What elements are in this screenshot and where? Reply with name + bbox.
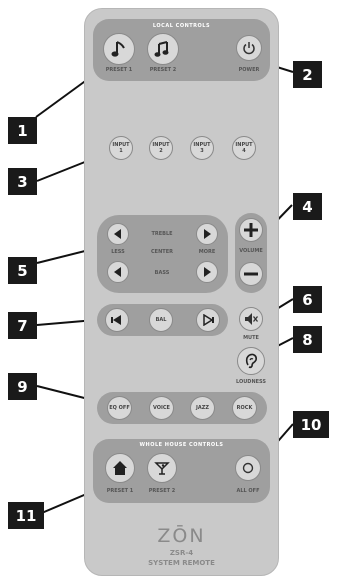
balance-left-button[interactable] [105, 308, 129, 332]
remote-body: LOCAL CONTROLS PRESET 1 PRESET 2 POWER [84, 8, 279, 576]
all-off-button[interactable] [235, 455, 261, 481]
bass-label: BASS [154, 270, 170, 276]
eq-off-button[interactable]: EQ OFF [107, 396, 132, 420]
input-4-label: INPUT [235, 142, 253, 148]
preset-1-label: PRESET 1 [105, 67, 133, 73]
callout-7: 7 [8, 312, 37, 339]
remote-subtitle: SYSTEM REMOTE [148, 559, 215, 567]
callout-4: 4 [293, 193, 322, 220]
callout-3: 3 [8, 168, 37, 195]
volume-label: VOLUME [239, 248, 263, 254]
model-name: ZSR-4 [169, 549, 194, 557]
volume-down-button[interactable] [239, 262, 263, 286]
input-3-label: INPUT [193, 142, 211, 148]
house-preset-2-button[interactable] [147, 453, 177, 483]
volume-panel: VOLUME [235, 213, 267, 293]
less-label: LESS [111, 249, 125, 255]
whole-house-panel: WHOLE HOUSE CONTROLS PRESET 1 PRESET 2 A… [93, 439, 270, 503]
power-button[interactable] [236, 35, 262, 61]
input-2-number: 2 [159, 148, 163, 154]
arrow-left-icon [114, 229, 121, 239]
preset-2-label: PRESET 2 [149, 67, 177, 73]
whole-house-title: WHOLE HOUSE CONTROLS [139, 442, 224, 448]
all-off-label: ALL OFF [236, 488, 260, 494]
speaker-mute-icon [245, 313, 258, 325]
treble-less-button[interactable] [107, 223, 129, 245]
tone-panel: TREBLE LESS CENTER MORE BASS [97, 215, 228, 293]
cocktail-icon [154, 462, 170, 475]
eq-rock-label: ROCK [236, 405, 253, 411]
eq-rock-button[interactable]: ROCK [232, 396, 257, 420]
power-label: POWER [238, 67, 260, 73]
eq-voice-button[interactable]: VOICE [149, 396, 174, 420]
treble-label: TREBLE [151, 231, 173, 237]
music-note-icon [111, 41, 125, 57]
loudness-button[interactable] [237, 347, 265, 375]
loudness-label: LOUDNESS [235, 379, 267, 385]
preset-1-button[interactable] [103, 33, 135, 65]
local-controls-panel: LOCAL CONTROLS PRESET 1 PRESET 2 POWER [93, 19, 270, 81]
house-preset-2-label: PRESET 2 [148, 488, 176, 494]
callout-6: 6 [293, 286, 322, 313]
house-preset-1-label: PRESET 1 [106, 488, 134, 494]
input-1-number: 1 [119, 148, 123, 154]
house-preset-1-button[interactable] [105, 453, 135, 483]
eq-panel: EQ OFF VOICE JAZZ ROCK [97, 392, 267, 424]
more-label: MORE [198, 249, 216, 255]
balance-right-button[interactable] [196, 308, 220, 332]
minus-icon [244, 272, 258, 276]
mute-label: MUTE [243, 335, 259, 341]
balance-label: BAL [155, 317, 167, 323]
arrow-right-icon [204, 229, 211, 239]
input-2-label: INPUT [152, 142, 170, 148]
callout-5: 5 [8, 257, 37, 284]
input-1-label: INPUT [112, 142, 130, 148]
eq-voice-label: VOICE [153, 405, 170, 411]
arrow-right-icon [204, 267, 211, 277]
mute-button[interactable] [239, 307, 263, 331]
house-icon [113, 461, 127, 475]
eq-off-label: EQ OFF [109, 405, 130, 411]
balance-center-button[interactable]: BAL [149, 308, 173, 332]
balance-left-icon [111, 315, 121, 325]
balance-right-icon [203, 314, 214, 326]
arrow-left-icon [114, 267, 121, 277]
treble-more-button[interactable] [196, 223, 218, 245]
callout-8: 8 [293, 326, 322, 353]
callout-11: 11 [8, 502, 44, 529]
local-controls-title: LOCAL CONTROLS [152, 23, 211, 29]
bass-less-button[interactable] [107, 261, 129, 283]
input-3-number: 3 [200, 148, 204, 154]
input-4-number: 4 [242, 148, 246, 154]
eq-jazz-button[interactable]: JAZZ [190, 396, 215, 420]
callout-10: 10 [293, 411, 329, 438]
callout-1: 1 [8, 117, 37, 144]
preset-2-button[interactable] [147, 33, 179, 65]
brand-logo: ZŌN [157, 525, 206, 547]
plus-icon [244, 223, 258, 237]
callout-9: 9 [8, 373, 37, 400]
volume-up-button[interactable] [239, 218, 263, 242]
double-music-note-icon [154, 41, 169, 57]
power-icon [243, 42, 255, 55]
ear-icon [245, 353, 257, 369]
balance-panel: BAL [97, 304, 228, 336]
eq-jazz-label: JAZZ [196, 405, 209, 411]
center-label: CENTER [151, 249, 173, 255]
circle-icon [242, 462, 254, 474]
callout-2: 2 [293, 61, 322, 88]
bass-more-button[interactable] [196, 261, 218, 283]
